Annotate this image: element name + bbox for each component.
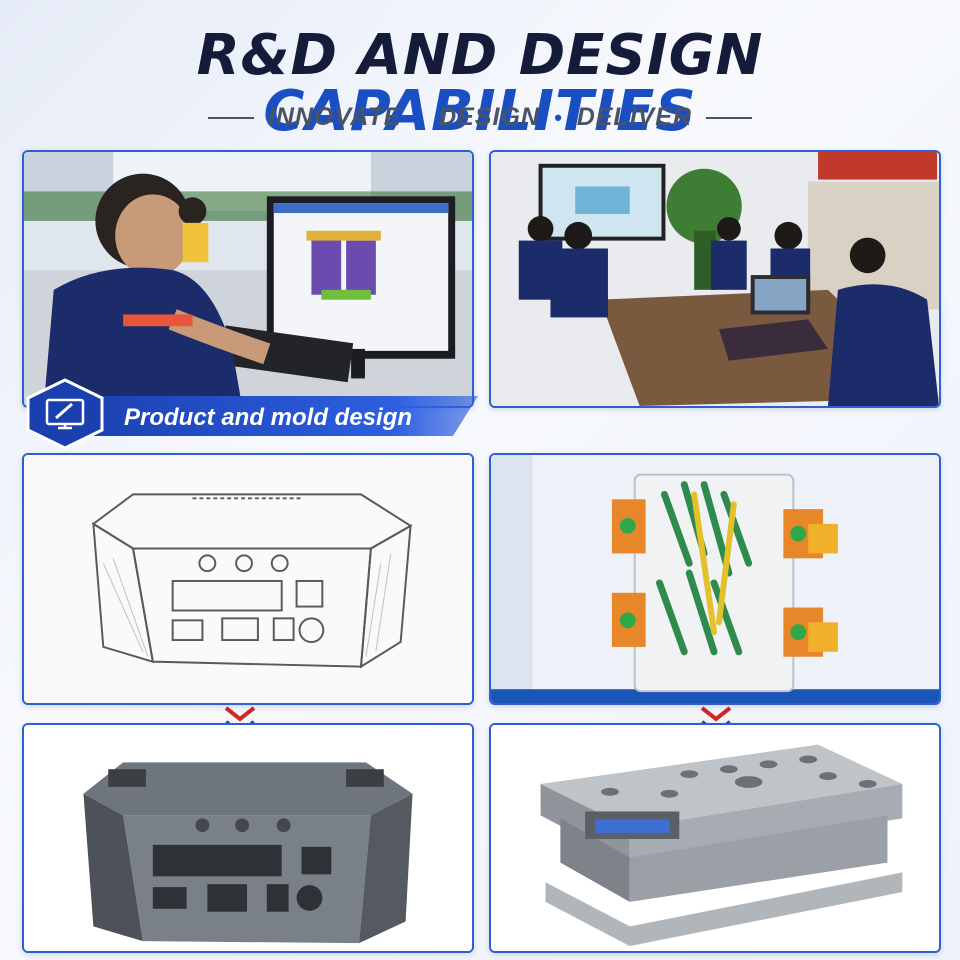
photo-engineer-at-workstation <box>22 150 474 408</box>
tagline-word-deliver: DELIVER <box>576 103 693 131</box>
cad-mold-model <box>489 453 941 705</box>
photo-finished-product <box>22 723 474 953</box>
tagline-word-innovate: INNOVATE <box>267 103 402 131</box>
badge-label: Product and mold design <box>124 404 413 431</box>
title-part-blue: CAPABILITIES <box>263 79 697 144</box>
photo-team-meeting <box>489 150 941 408</box>
tagline-rule-right <box>706 116 753 119</box>
photo-steel-mold <box>489 723 941 953</box>
sketch-product-concept <box>22 453 474 705</box>
product-mold-design-badge: Product and mold design <box>22 378 478 450</box>
title-part-dark: R&D AND DESIGN <box>196 23 764 88</box>
tagline-word-design: DESIGN <box>438 103 540 131</box>
page-title: R&D AND DESIGN CAPABILITIES <box>0 28 960 140</box>
monitor-pencil-icon <box>26 378 104 450</box>
tagline-rule-left <box>207 116 254 119</box>
tagline-separator-dot: • <box>415 104 425 130</box>
badge-bar <box>60 396 478 436</box>
tagline: INNOVATE • DESIGN • DELIVER <box>0 103 960 132</box>
tagline-separator-dot: • <box>553 104 563 130</box>
